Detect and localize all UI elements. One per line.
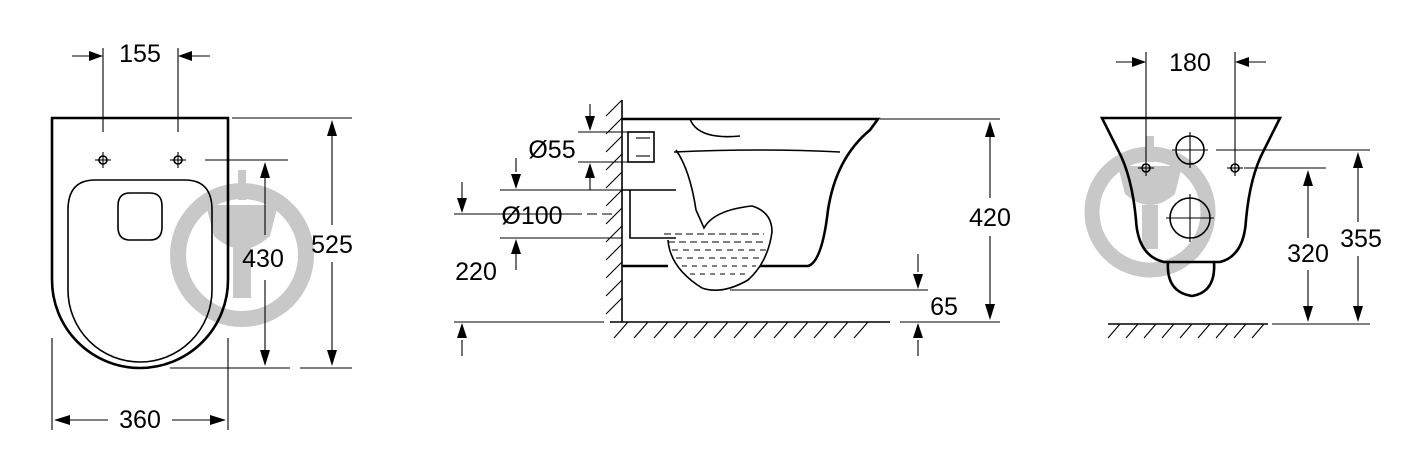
dimension-d100: Ø100 [500, 158, 622, 270]
floor-hatching [613, 321, 869, 339]
trap-curve [1166, 261, 1216, 298]
front-view: 155 430 525 [50, 40, 353, 434]
dimension-320: 320 [1244, 167, 1329, 322]
inner-bowl [673, 118, 841, 291]
wall-hatching [605, 99, 623, 315]
dimension-label-420: 420 [969, 204, 1011, 232]
dimension-525: 525 [232, 117, 353, 369]
dimension-355: 355 [1216, 149, 1382, 325]
dimension-label-155: 155 [119, 40, 161, 68]
dimension-label-360: 360 [119, 406, 161, 434]
seat-outline [67, 179, 213, 363]
dimension-65: 65 [730, 254, 958, 356]
bowl-outline [50, 116, 230, 370]
dimension-label-430: 430 [242, 245, 284, 273]
rear-body-outline [1099, 116, 1283, 264]
side-view: Ø55 Ø100 220 [454, 99, 1011, 356]
dimension-label-65: 65 [930, 293, 958, 321]
waste-outlet [622, 189, 676, 239]
inlet-hole [1172, 132, 1208, 168]
dimension-label-355: 355 [1340, 225, 1382, 253]
water-inlet [627, 131, 655, 163]
dimension-220: 220 [454, 182, 604, 356]
dimension-180: 180 [1116, 49, 1266, 160]
dimension-420: 420 [880, 118, 1011, 323]
dimension-360: 360 [51, 338, 229, 434]
dimension-label-320: 320 [1287, 240, 1329, 268]
dimension-d55: Ø55 [528, 104, 630, 190]
water-surface [664, 233, 766, 275]
dimension-label-d55: Ø55 [528, 136, 575, 164]
fixing-hole-right [1227, 160, 1243, 176]
watermark-icon [170, 170, 314, 327]
dimension-label-d100: Ø100 [501, 202, 562, 230]
watermark-icon [1084, 136, 1216, 278]
dimension-label-180: 180 [1169, 49, 1211, 77]
outlet-hole [1166, 194, 1214, 242]
fixing-hole-right [170, 152, 186, 168]
dimension-430: 430 [170, 159, 290, 369]
rear-floor-hatching [1107, 323, 1265, 339]
toilet-body-outline [622, 117, 881, 268]
rear-view: 180 355 320 [1084, 49, 1382, 339]
dimension-155: 155 [72, 40, 210, 132]
dimension-label-525: 525 [311, 231, 353, 259]
seat-opening [117, 192, 163, 241]
dimension-label-220: 220 [455, 258, 497, 286]
fixing-hole-left [95, 152, 111, 168]
fixing-hole-left [1138, 160, 1154, 176]
